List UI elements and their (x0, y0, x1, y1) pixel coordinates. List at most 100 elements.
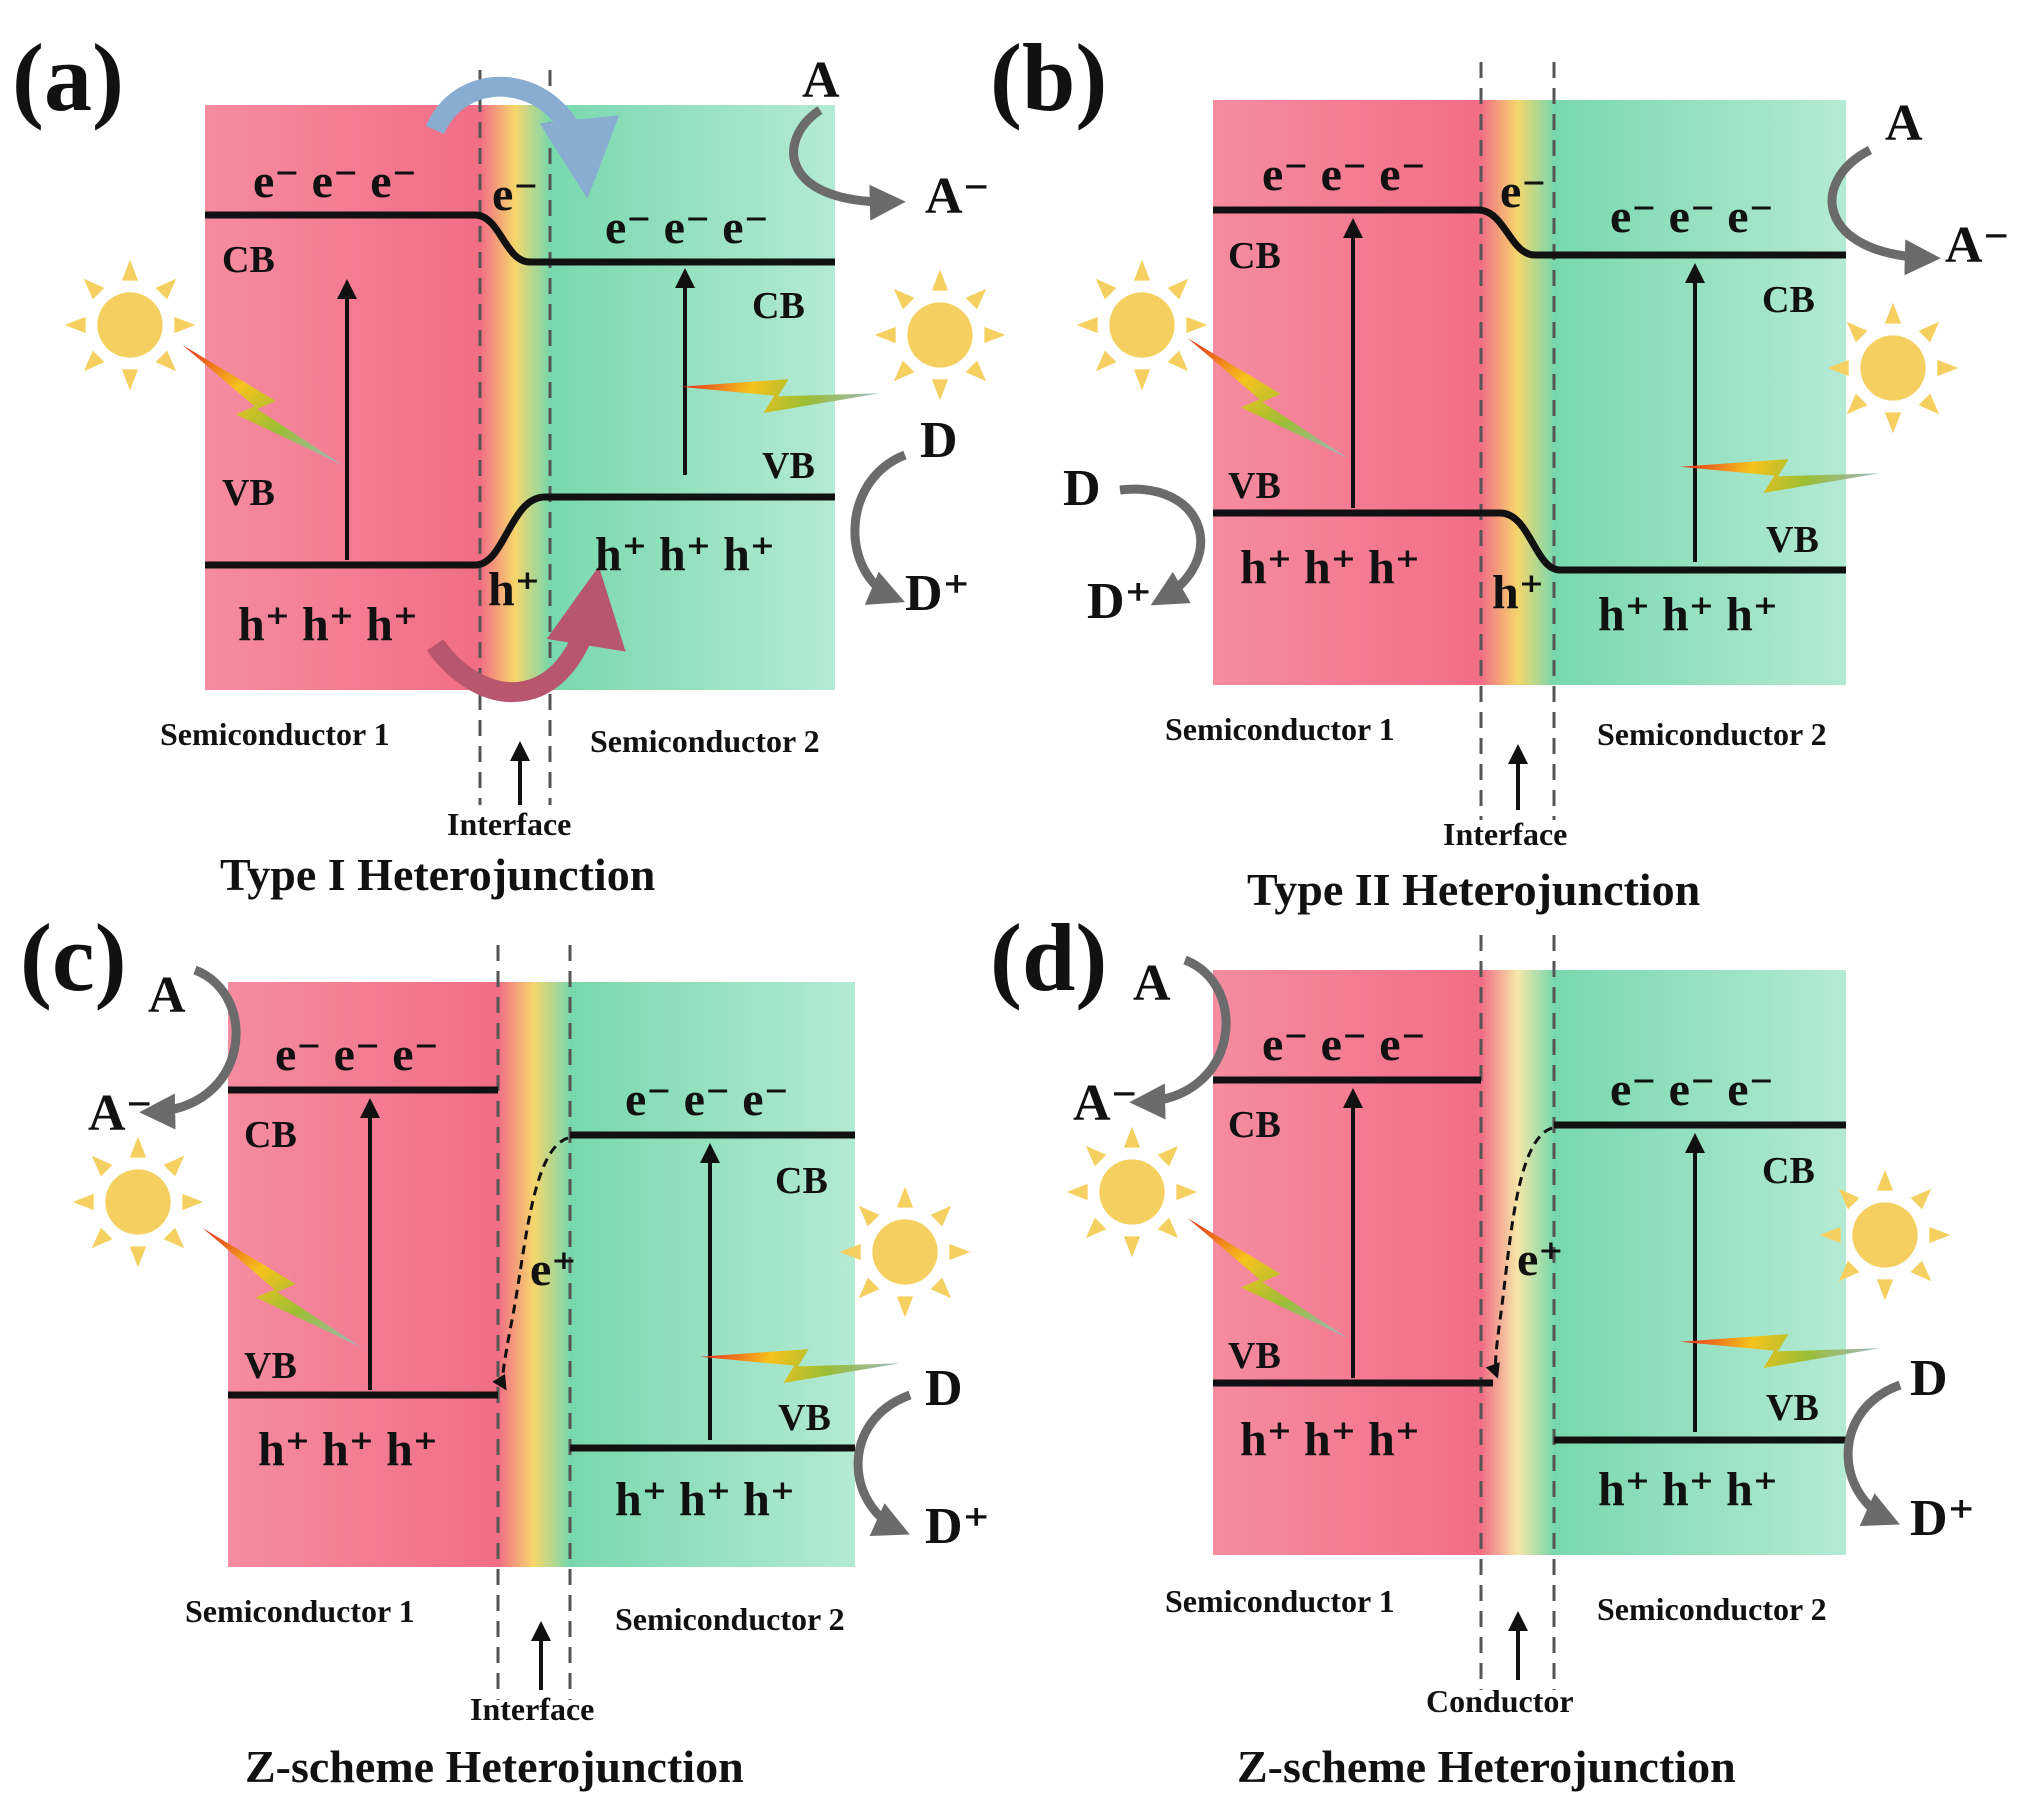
vb-label: VB (222, 472, 275, 514)
reduced-acceptor-label: A⁻ (1945, 217, 2010, 274)
z-scheme-transfer-arrow (492, 1136, 569, 1391)
sun-icon (64, 259, 196, 391)
reduction-arrow (1129, 955, 1231, 1120)
semiconductor-2-region (570, 982, 855, 1567)
electrons-label: e⁻ e⁻ e⁻ (605, 201, 769, 254)
junction-label: Interface (447, 806, 571, 842)
cb-label: CB (1762, 1150, 1815, 1192)
panel-tag: (c) (20, 904, 127, 1011)
acceptor-label: A (802, 52, 840, 109)
junction-label: Interface (470, 1691, 594, 1727)
reduced-acceptor-label: A⁻ (88, 1085, 153, 1142)
donor-label: D (1063, 460, 1101, 517)
reduction-arrow (139, 965, 241, 1130)
acceptor-label: A (1885, 95, 1923, 152)
oxidized-donor-label: D⁺ (1910, 1490, 1975, 1547)
donor-label: D (1910, 1350, 1948, 1407)
interface-region (498, 982, 570, 1567)
semiconductor-2-region (1554, 970, 1846, 1555)
junction-label: Conductor (1426, 1683, 1574, 1719)
donor-label: D (925, 1360, 963, 1417)
oxidized-donor-label: D⁺ (905, 565, 970, 622)
oxidized-donor-label: D⁺ (925, 1498, 990, 1555)
semiconductor-1-label: Semiconductor 1 (1165, 711, 1395, 747)
sun-icon (839, 1186, 971, 1318)
sun-icon (1827, 302, 1959, 434)
holes-label: h⁺ h⁺ h⁺ (1598, 588, 1778, 641)
electrons-label: e⁻ e⁻ e⁻ (1262, 148, 1426, 201)
cb-level (205, 211, 835, 266)
oxidized-donor-label: D⁺ (1087, 573, 1152, 630)
semiconductor-1-label: Semiconductor 1 (160, 716, 390, 752)
panel-tag: (b) (990, 24, 1107, 131)
reduction-arrow (789, 106, 906, 221)
cb-label: CB (1228, 235, 1281, 277)
vb-label: VB (1766, 1387, 1819, 1429)
oxidation-arrow (1843, 1380, 1902, 1526)
cb-label: CB (1762, 279, 1815, 321)
holes-label: h⁺ h⁺ h⁺ (615, 1473, 795, 1526)
panel-title: Type II Heterojunction (1247, 864, 1700, 915)
holes-label: h⁺ h⁺ h⁺ (1240, 541, 1420, 594)
vb-level (1213, 509, 1846, 574)
panel-a: (a) e⁻ e⁻ e⁻ e⁻ e⁻ e⁻ h⁺ h⁺ h⁺ h⁺ h⁺ h⁺ … (12, 24, 1006, 900)
semiconductor-2-label: Semiconductor 2 (615, 1601, 845, 1637)
oxidation-arrow (850, 450, 907, 605)
electrons-label: e⁻ e⁻ e⁻ (625, 1073, 789, 1126)
sun-icon (874, 269, 1006, 401)
cb-label: CB (775, 1160, 828, 1202)
electrons-label: e⁻ e⁻ e⁻ (253, 155, 417, 208)
semiconductor-2-region (1554, 100, 1846, 685)
junction-label: Interface (1443, 816, 1567, 852)
sun-icon (1076, 259, 1208, 391)
semiconductor-2-label: Semiconductor 2 (590, 723, 820, 759)
electrons-label: e⁻ e⁻ e⁻ (275, 1028, 439, 1081)
semiconductor-2-label: Semiconductor 2 (1597, 1591, 1827, 1627)
interface-electron-label: e⁻ (492, 168, 539, 221)
panel-title: Z-scheme Heterojunction (1237, 1741, 1736, 1792)
z-scheme-transfer-arrow (1485, 1126, 1553, 1379)
cb-level (1213, 206, 1846, 259)
panel-tag: (a) (12, 24, 124, 131)
cb-label: CB (752, 285, 805, 327)
sun-icon (1819, 1169, 1951, 1301)
panel-b: (b) e⁻ e⁻ e⁻ e⁻ e⁻ e⁻ h⁺ h⁺ h⁺ h⁺ h⁺ h⁺ … (990, 24, 2010, 915)
holes-label: h⁺ h⁺ h⁺ (595, 528, 775, 581)
holes-label: h⁺ h⁺ h⁺ (1598, 1463, 1778, 1516)
panel-d: (d) e⁺ e⁻ e⁻ e⁻ e⁻ e⁻ e⁻ h⁺ h⁺ h⁺ h⁺ h⁺ … (990, 904, 1975, 1792)
acceptor-label: A (1133, 955, 1171, 1012)
electrons-label: e⁻ e⁻ e⁻ (1610, 190, 1774, 243)
vb-label: VB (1228, 1335, 1281, 1377)
panel-title: Z-scheme Heterojunction (245, 1741, 744, 1792)
electron-transfer-arrow (425, 76, 620, 199)
reduction-arrow (1827, 145, 1941, 276)
semiconductor-1-label: Semiconductor 1 (1165, 1583, 1395, 1619)
donor-label: D (920, 412, 958, 469)
cb-label: CB (1228, 1104, 1281, 1146)
cb-label: CB (244, 1114, 297, 1156)
sun-icon (1066, 1126, 1198, 1258)
vb-label: VB (1766, 519, 1819, 561)
interface-electron-label: e⁻ (1500, 165, 1547, 218)
panel-tag: (d) (990, 904, 1107, 1011)
vb-label: VB (244, 1345, 297, 1387)
vb-label: VB (1228, 465, 1281, 507)
vb-label: VB (778, 1397, 831, 1439)
oxidation-arrow (1119, 484, 1206, 606)
holes-label: h⁺ h⁺ h⁺ (1240, 1413, 1420, 1466)
transfer-label: e⁺ (530, 1243, 577, 1296)
interface-hole-label: h⁺ (488, 563, 540, 616)
panel-title: Type I Heterojunction (220, 849, 655, 900)
holes-label: h⁺ h⁺ h⁺ (238, 598, 418, 651)
oxidation-arrow (853, 1390, 912, 1536)
reduced-acceptor-label: A⁻ (925, 168, 990, 225)
vb-level (205, 493, 835, 569)
semiconductor-2-label: Semiconductor 2 (1597, 716, 1827, 752)
acceptor-label: A (148, 967, 186, 1024)
reduced-acceptor-label: A⁻ (1073, 1075, 1138, 1132)
holes-label: h⁺ h⁺ h⁺ (258, 1423, 438, 1476)
electrons-label: e⁻ e⁻ e⁻ (1262, 1018, 1426, 1071)
conductor-region (1481, 970, 1554, 1555)
panel-c: (c) e⁺ e⁻ e⁻ e⁻ e⁻ e⁻ e⁻ h⁺ h⁺ h⁺ h⁺ h⁺ … (20, 904, 990, 1792)
